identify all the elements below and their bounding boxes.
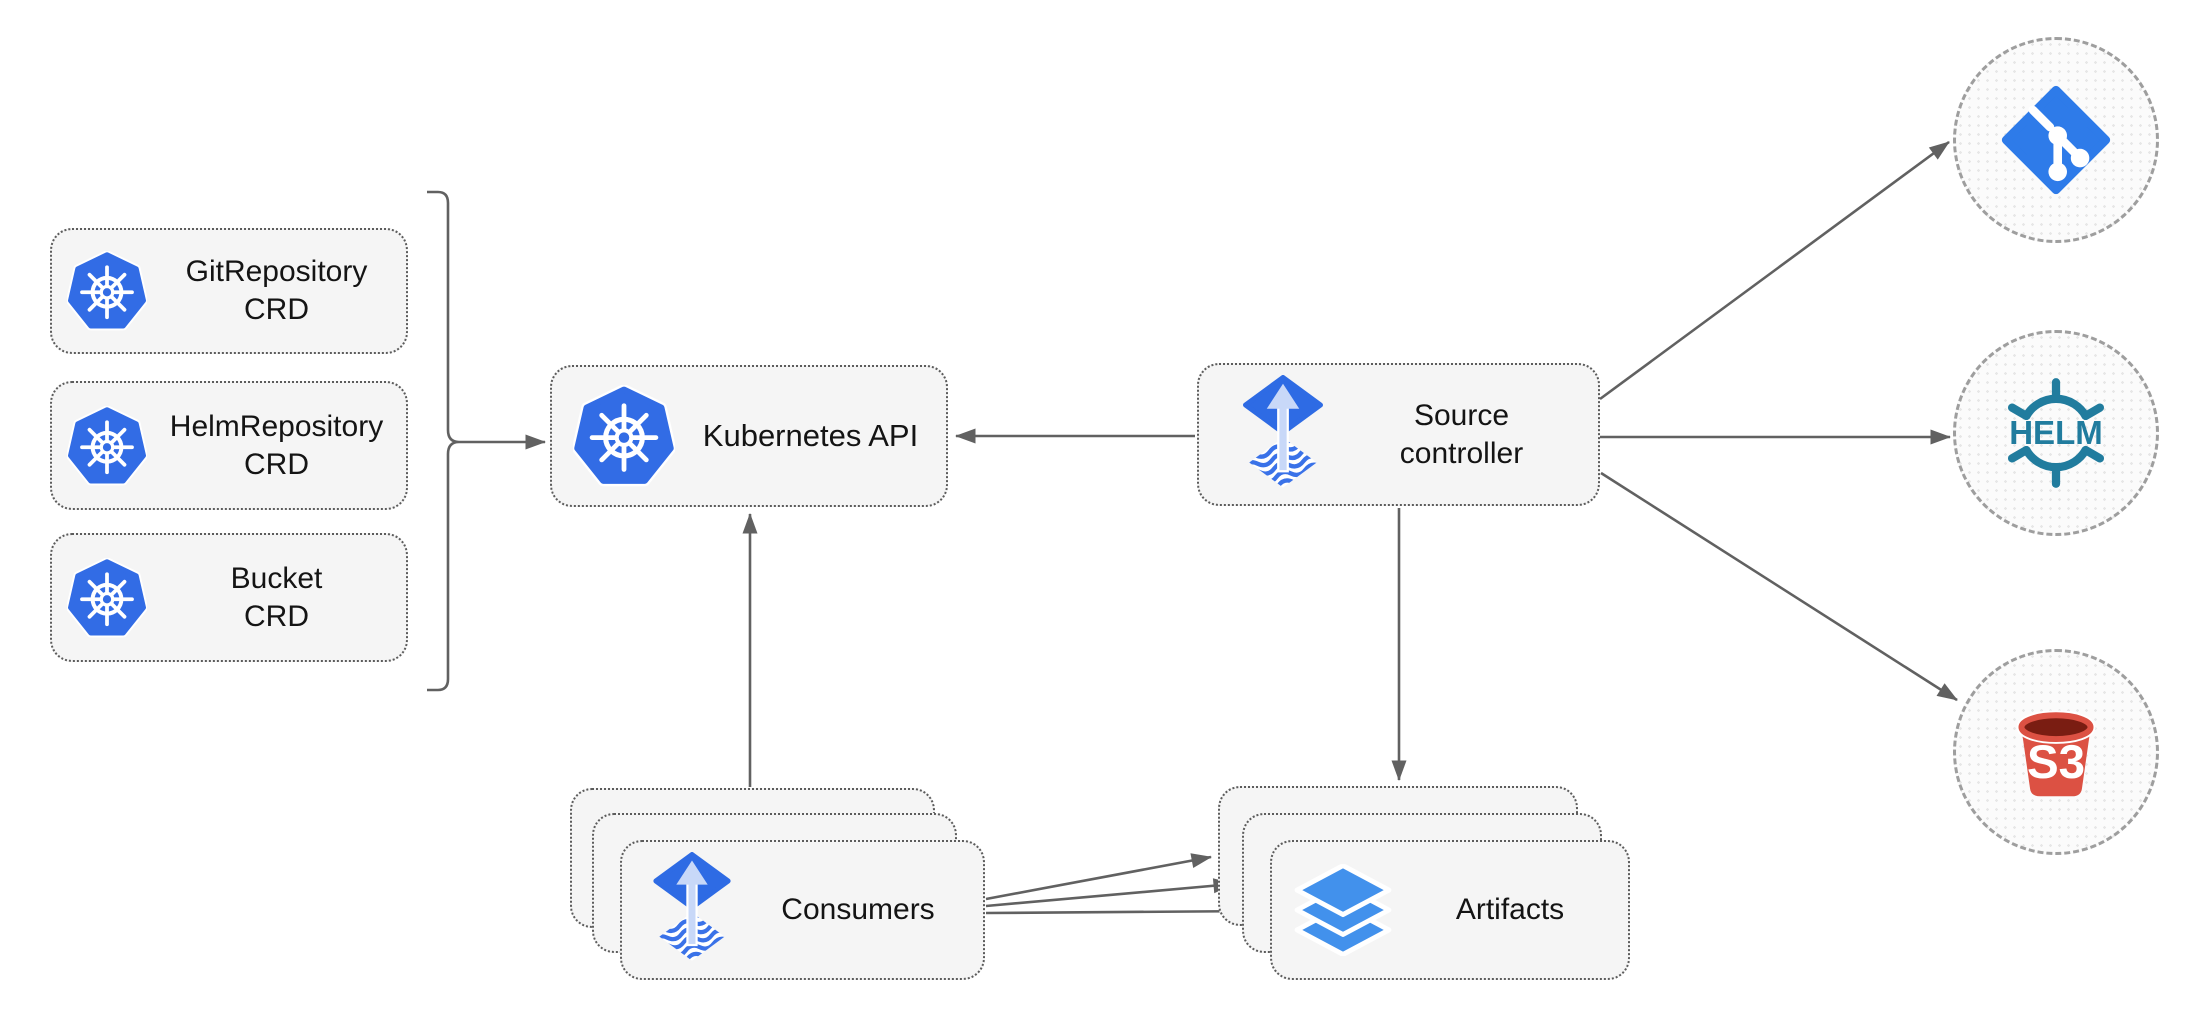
layers-icon [1294, 864, 1392, 956]
node-helmrepository-crd: HelmRepository CRD [50, 381, 408, 510]
flux-icon [1241, 375, 1325, 495]
git-icon [2001, 85, 2111, 195]
node-label-line1: GitRepository [185, 255, 368, 288]
node-label-line2: controller [1399, 436, 1524, 470]
kubernetes-icon [67, 251, 147, 331]
arrow-source-controller-to-git [1599, 140, 1950, 401]
s3-bucket-icon: S3 [2016, 710, 2096, 797]
node-label: Kubernetes API [702, 418, 919, 453]
external-source-s3: S3 [1953, 649, 2159, 855]
node-label: Artifacts [1455, 893, 1565, 926]
node-consumers: Consumers [620, 840, 985, 980]
node-label-line2: CRD [244, 599, 309, 633]
node-label: Bucket CRD [147, 560, 406, 636]
kubernetes-icon [67, 558, 147, 638]
node-kubernetes-api: Kubernetes API [550, 365, 948, 507]
node-label: Source controller [1325, 397, 1598, 473]
helm-icon: HELM [2007, 378, 2105, 488]
external-source-git [1953, 37, 2159, 243]
node-label-line2: CRD [244, 293, 309, 326]
node-gitrepository-crd: GitRepository CRD [50, 228, 408, 354]
node-label-line2: CRD [244, 447, 309, 481]
node-label-line1: Source [1413, 398, 1510, 432]
crd-group-brace [427, 190, 460, 692]
node-bucket-crd: Bucket CRD [50, 533, 408, 662]
helm-label: HELM [2009, 414, 2103, 451]
kubernetes-icon [573, 385, 675, 487]
node-source-controller: Source controller [1197, 363, 1600, 506]
node-artifacts: Artifacts [1270, 840, 1630, 980]
node-label: GitRepository CRD [147, 253, 406, 329]
node-label-line1: Bucket [230, 561, 323, 595]
kubernetes-icon [67, 406, 147, 486]
node-label-line1: HelmRepository [169, 409, 384, 443]
arrow-consumers-to-artifacts-2 [985, 878, 1234, 908]
flux-icon [651, 852, 733, 968]
external-source-helm: HELM [1953, 330, 2159, 536]
s3-label: S3 [2027, 736, 2085, 789]
arrow-source-controller-to-s3 [1600, 471, 1958, 702]
node-label: Consumers [781, 893, 935, 926]
node-label: HelmRepository CRD [147, 408, 406, 484]
arrow-consumers-to-artifacts-1 [985, 853, 1212, 901]
